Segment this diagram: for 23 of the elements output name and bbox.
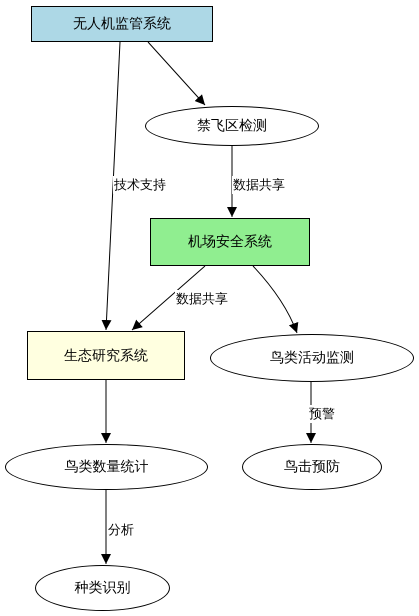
arrow	[148, 42, 206, 106]
node-label: 无人机监管系统	[73, 15, 171, 33]
edge-label: 数据共享	[175, 290, 229, 308]
node-label: 鸟击预防	[284, 458, 340, 476]
process-box	[27, 331, 185, 380]
node-label: 禁飞区检测	[197, 117, 267, 135]
node-label: 生态研究系统	[64, 346, 148, 364]
process-box	[31, 6, 213, 42]
arrow	[227, 146, 237, 218]
arrow	[101, 380, 111, 444]
node-label: 鸟类数量统计	[64, 458, 148, 476]
edge-label: 数据共享	[232, 176, 286, 194]
arrow	[132, 266, 206, 330]
arrow	[101, 490, 111, 564]
node-label: 鸟类活动监测	[270, 349, 354, 367]
node-label: 种类识别	[74, 579, 130, 597]
edge-label: 分析	[107, 521, 135, 539]
arrow	[102, 42, 120, 330]
arrow	[252, 266, 298, 334]
node-label: 机场安全系统	[188, 233, 272, 251]
edge-label: 预警	[308, 405, 336, 423]
process-box	[150, 218, 310, 266]
edge-label: 技术支持	[113, 176, 167, 194]
